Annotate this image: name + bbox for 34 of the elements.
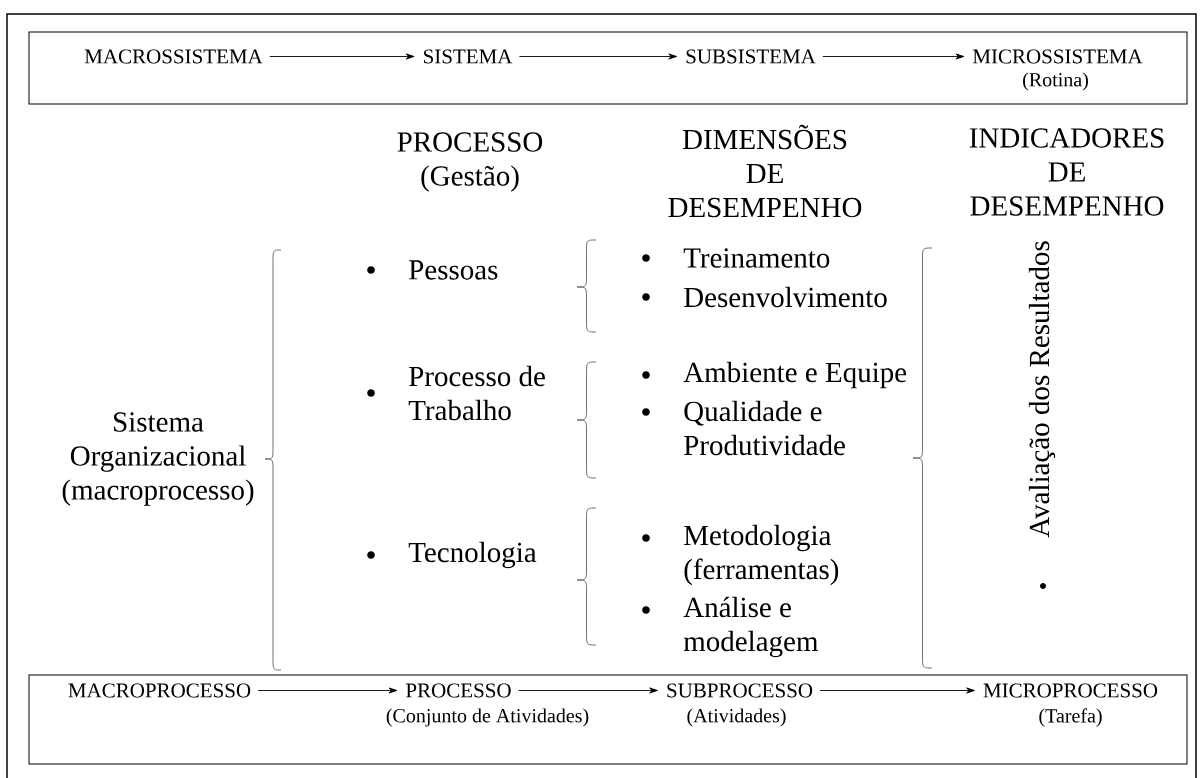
list-item: Análise e modelagem [683,596,819,658]
frame-box [28,31,1188,105]
arrow [269,53,415,60]
stage-label: MICROPROCESSO [983,683,1158,698]
column-heading: PROCESSO (Gestão) [397,132,543,192]
stage-label: MICROSSISTEMA [972,49,1143,64]
list-item: Qualidade e Produtividade [684,400,845,456]
frame-box [28,674,1188,765]
stage-label: MACROPROCESSO [68,683,251,698]
list-item: Desenvolvimento [684,286,887,308]
list-item: Pessoas [409,260,498,280]
stage-label: SUBPROCESSO [667,683,813,698]
stage-label: SISTEMA [424,49,513,64]
arrow [819,687,975,694]
list-item: Tecnologia [408,541,537,569]
stage-label: SUBSISTEMA [686,49,816,64]
rotated-label: Avaliação dos Resultados [1028,241,1056,538]
list-item: Treinamento [683,248,830,268]
arrow [518,53,678,60]
column-heading: INDICADORES DE DESEMPENHO [969,128,1164,216]
column-heading: DIMENSÕES DE DESEMPENHO [668,124,862,218]
column-heading: Sistema Organizacional (macroprocesso) [62,412,254,506]
arrow [518,687,658,694]
stage-subtitle: (Rotina) [1023,72,1088,91]
arrow [822,53,965,60]
stage-subtitle: (Conjunto de Atividades) [386,708,589,727]
stage-label: MACROSSISTEMA [84,49,263,64]
arrow [257,687,398,694]
stage-subtitle: (Atividades) [687,708,786,727]
stage-subtitle: (Tarefa) [1039,708,1102,727]
stage-label: PROCESSO [406,683,511,698]
list-item: Metodologia (ferramentas) [684,524,839,586]
list-item: Processo de Trabalho [408,365,545,421]
list-item: Ambiente e Equipe [683,361,907,389]
